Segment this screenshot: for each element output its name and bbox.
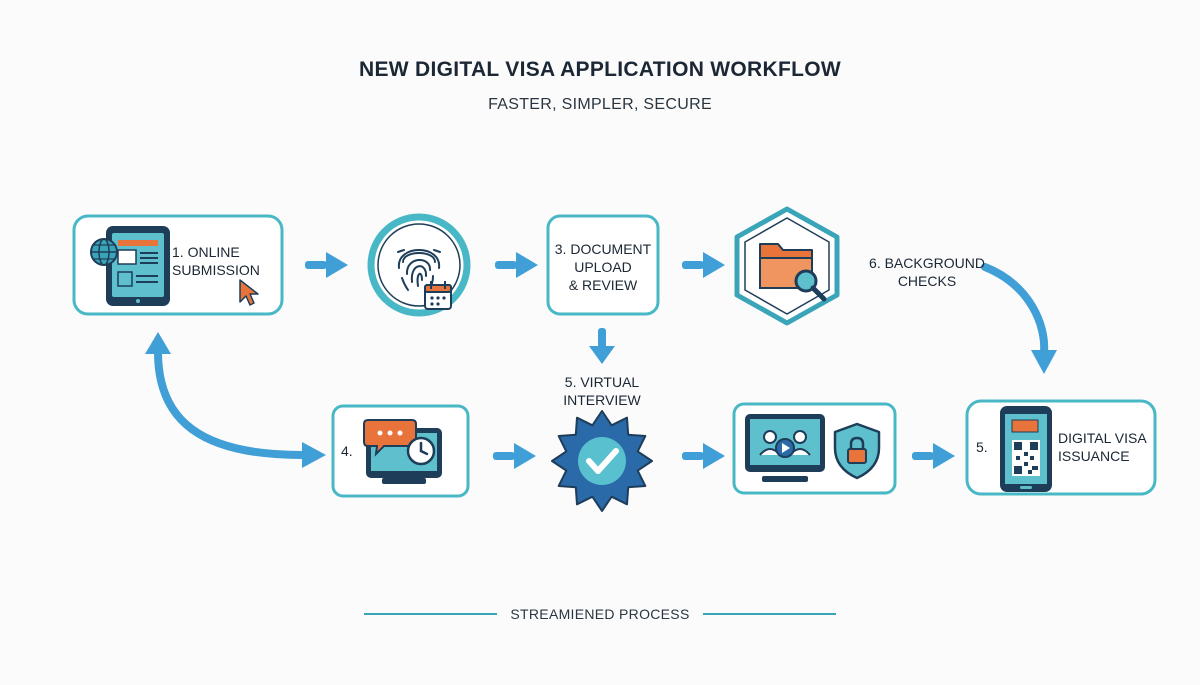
check-badge-icon bbox=[551, 410, 653, 512]
label-virtual-interview: 5. VIRTUAL INTERVIEW bbox=[545, 373, 659, 409]
phone-qr-icon bbox=[1000, 406, 1052, 492]
label-background-checks-line1: 6. BACKGROUND bbox=[869, 255, 985, 271]
cursor-icon bbox=[239, 279, 259, 306]
page-subtitle: FASTER, SIMPLER, SECURE bbox=[488, 96, 712, 113]
label-background-checks-line2: CHECKS bbox=[897, 273, 957, 289]
label-virtual-interview-line1: 5. VIRTUAL bbox=[564, 374, 640, 390]
label-document-upload: 3. DOCUMENT UPLOAD & REVIEW bbox=[548, 240, 658, 294]
arrow-video-to-issuance bbox=[912, 443, 955, 469]
label-document-upload-line3: & REVIEW bbox=[568, 277, 638, 293]
fingerprint-icon bbox=[397, 249, 441, 291]
biometrics-circle bbox=[367, 213, 471, 317]
page-title: NEW DIGITAL VISA APPLICATION WORKFLOW bbox=[358, 58, 841, 81]
label-digital-visa-line2: ISSUANCE bbox=[1058, 448, 1130, 464]
label-document-upload-line1: 3. DOCUMENT bbox=[554, 241, 652, 257]
arrow-step4-to-interview bbox=[493, 443, 536, 469]
label-background-checks: 6. BACKGROUND CHECKS bbox=[862, 254, 992, 290]
video-call-icon bbox=[745, 414, 825, 482]
label-digital-visa: DIGITAL VISA ISSUANCE bbox=[1058, 429, 1152, 465]
calendar-icon bbox=[424, 281, 452, 310]
arrow-document-down bbox=[589, 328, 615, 364]
label-visa-number: 5. bbox=[976, 439, 988, 455]
arrow-document-to-folder bbox=[682, 252, 725, 278]
label-online-submission: 1. ONLINE SUBMISSION bbox=[172, 243, 268, 279]
folder-search-icon bbox=[759, 243, 827, 302]
arrow-loop-left bbox=[145, 332, 326, 468]
arrow-background-to-visa bbox=[981, 263, 1057, 374]
shield-lock-icon bbox=[833, 422, 881, 480]
tablet-web-icon bbox=[90, 226, 170, 306]
arrow-interview-to-video bbox=[682, 443, 725, 469]
arrow-submission-to-biometrics bbox=[305, 252, 348, 278]
label-virtual-interview-line2: INTERVIEW bbox=[563, 392, 641, 408]
label-step-four: 4. bbox=[341, 443, 353, 459]
label-digital-visa-line1: DIGITAL VISA bbox=[1058, 430, 1147, 446]
footer-label: STREAMIENED PROCESS bbox=[510, 606, 690, 622]
label-online-submission-line2: SUBMISSION bbox=[172, 262, 260, 278]
arrow-biometrics-to-document bbox=[495, 252, 538, 278]
clock-icon bbox=[406, 436, 436, 466]
label-document-upload-line2: UPLOAD bbox=[574, 259, 632, 275]
label-online-submission-line1: 1. ONLINE bbox=[172, 244, 240, 260]
box-document-upload bbox=[546, 214, 660, 316]
